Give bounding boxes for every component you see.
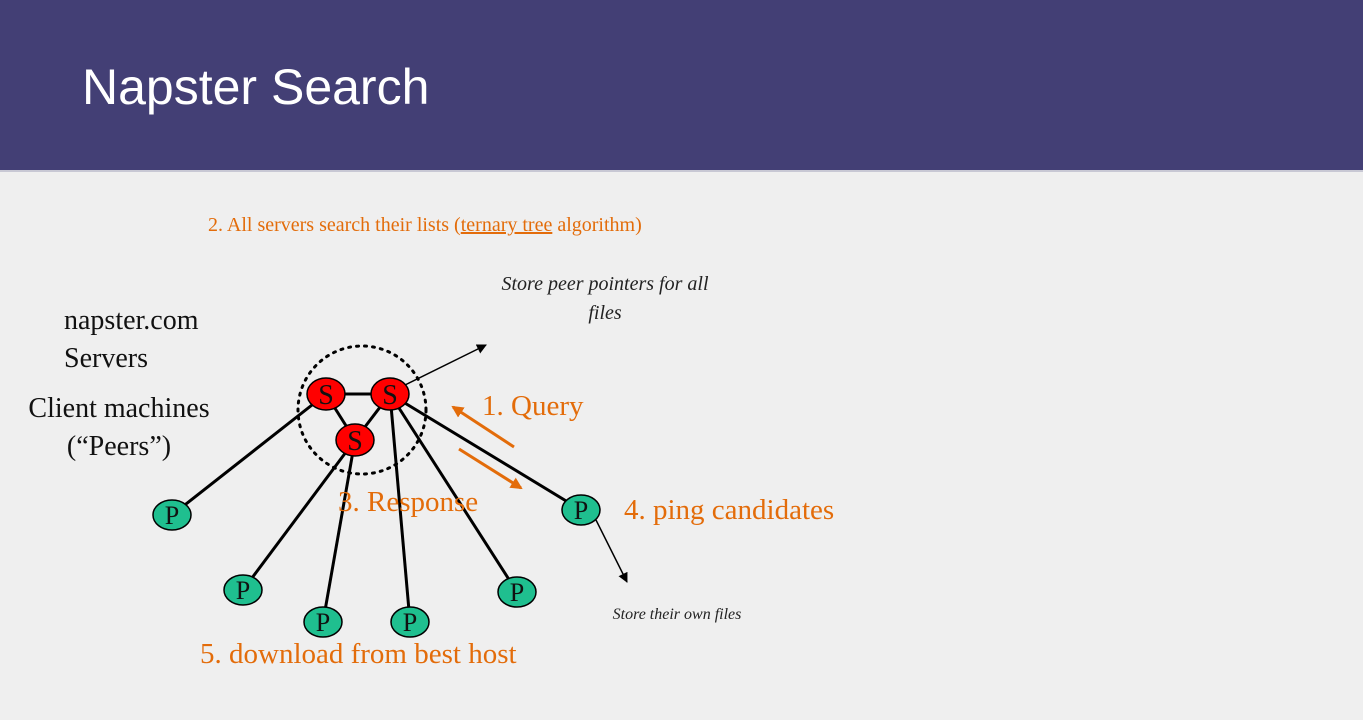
server-node-2: S [370,377,410,411]
step2-prefix: 2. All servers search their lists ( [208,214,461,236]
step2-text: 2. All servers search their lists (terna… [208,214,642,237]
peer-node-4-label: P [403,608,417,637]
peer-node-6-label: P [574,496,588,525]
clients-label: Client machines (“Peers”) [14,390,224,466]
clients-label-line1: Client machines [28,393,210,424]
query-arrow [451,405,515,449]
response-arrow [458,447,523,490]
server-node-3: S [335,423,375,457]
peer-node-4: P [390,606,430,638]
server-node-2-label: S [382,380,398,411]
peer-node-2-label: P [236,576,250,605]
peer-node-3-label: P [316,608,330,637]
peers-note-arrow [595,519,628,583]
peer-node-6: P [561,494,601,526]
servers-label: napster.com Servers [64,302,199,378]
server-node-1-label: S [318,380,334,411]
slide-title: Napster Search [82,59,430,115]
download-label: 5. download from best host [200,638,517,670]
link-s1-p1 [171,392,327,517]
link-s2-p5 [388,393,519,593]
server-cluster-circle [296,344,428,476]
peer-node-5-label: P [510,578,524,607]
link-s2-p6 [389,392,582,512]
peer-node-1-label: P [165,501,179,530]
servers-label-line1: napster.com [64,305,199,336]
servers-label-line2: Servers [64,343,148,374]
peer-node-5: P [497,576,537,608]
query-label: 1. Query [482,390,584,422]
server-node-1: S [306,377,346,411]
step2-suffix: algorithm) [552,214,642,236]
servers-note: Store peer pointers for all files [501,273,709,324]
peers-note: Store their own files [612,606,742,623]
ping-label: 4. ping candidates [624,494,835,526]
server-node-3-label: S [347,426,363,457]
link-s3-p2 [241,439,357,591]
title-bar: Napster Search [0,0,1363,172]
peer-node-1: P [152,499,192,531]
peer-node-2: P [223,574,263,606]
link-s3-p3 [321,439,357,623]
link-s2-p4 [388,393,412,623]
clients-label-line2: (“Peers”) [66,431,172,462]
peer-node-3: P [303,606,343,638]
response-label: 3. Response [338,486,479,518]
ternary-tree-link[interactable]: ternary tree [460,214,553,236]
